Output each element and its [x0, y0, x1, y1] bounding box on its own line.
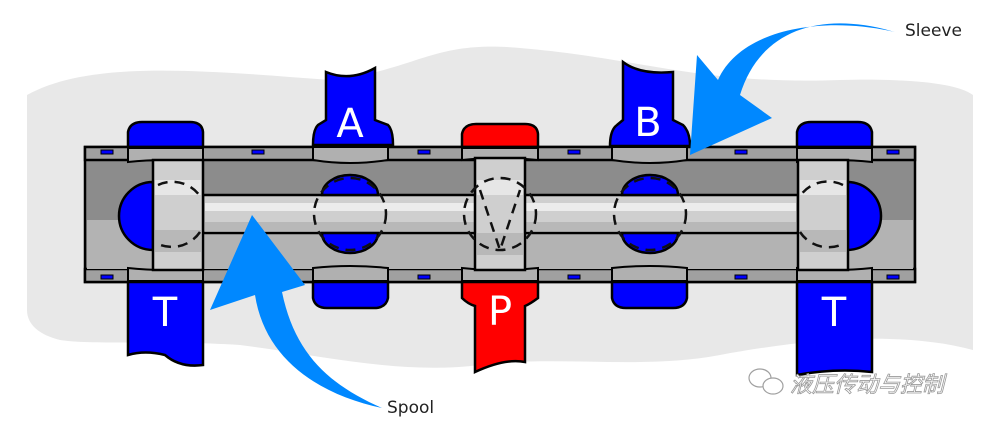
port-b-label: B	[634, 100, 661, 146]
wechat-icon	[748, 368, 784, 395]
watermark-text: 液压传动与控制	[790, 373, 947, 398]
t-left-window	[117, 180, 155, 252]
port-t-right: T	[795, 280, 874, 377]
port-p: P	[460, 280, 540, 374]
cap-top-p	[460, 122, 540, 152]
cap-bottom-a	[311, 280, 390, 310]
port-p-label: P	[488, 289, 512, 335]
port-a-label: A	[336, 101, 364, 147]
spool-land-right	[796, 158, 850, 272]
sleeve-arrow	[690, 23, 895, 156]
spool-label: Spool	[387, 398, 434, 418]
cap-top-right	[795, 120, 874, 150]
spool-land-left	[151, 158, 205, 272]
cap-bottom-b	[610, 280, 689, 310]
port-t-left-label: T	[152, 290, 178, 336]
spool-arrow	[210, 215, 382, 408]
port-t-left: T	[126, 280, 205, 367]
spool-land-center	[462, 156, 538, 272]
port-a: A	[311, 65, 395, 147]
cap-top-left	[126, 120, 205, 150]
port-b: B	[608, 59, 692, 148]
watermark: 液压传动与控制	[748, 368, 947, 398]
sleeve-label: Sleeve	[905, 21, 962, 41]
port-t-right-label: T	[821, 290, 847, 336]
t-right-window	[845, 180, 883, 252]
